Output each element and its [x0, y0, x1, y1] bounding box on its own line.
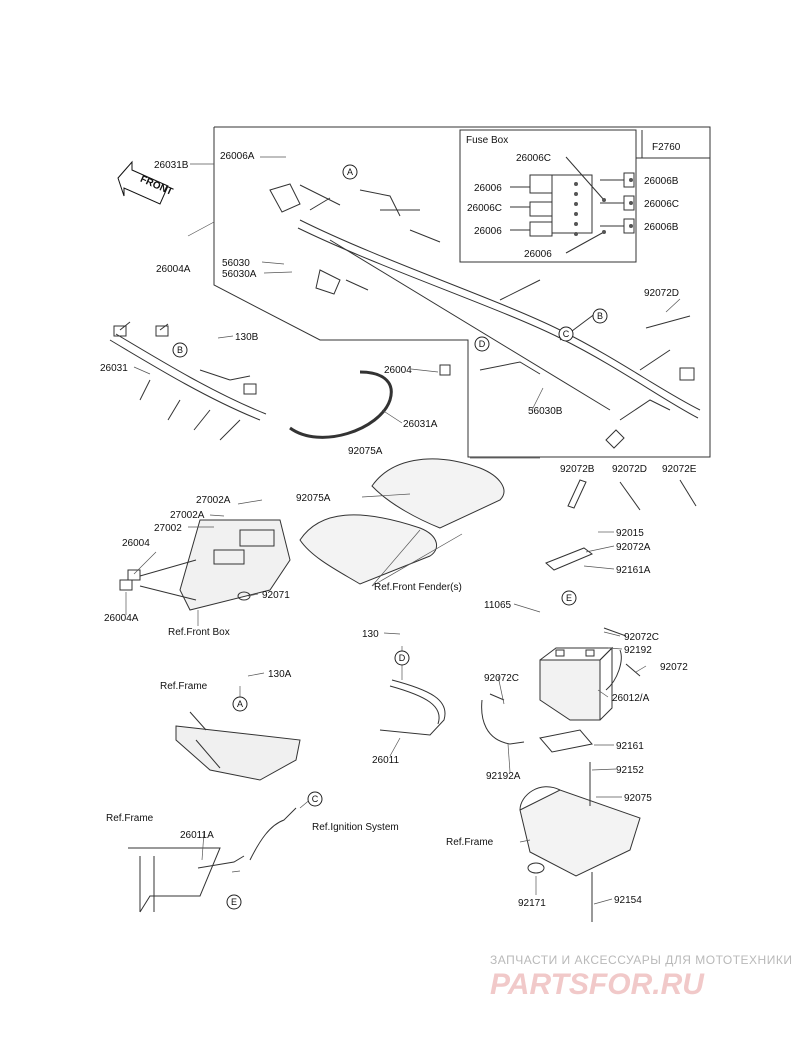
part-label: 26004: [122, 538, 150, 549]
fuse-box-label: 26006C: [467, 203, 502, 214]
callout-letter: B: [177, 345, 183, 355]
ref-label: Ref.Front Box: [168, 627, 230, 638]
straps-drawing: [567, 315, 697, 511]
callout-d: [474, 336, 490, 352]
front-arrow-icon: [117, 160, 169, 205]
part-label: 92075: [624, 793, 652, 804]
part-label: 92072A: [616, 542, 651, 553]
part-label: 92154: [614, 895, 642, 906]
part-label: 26011A: [180, 830, 214, 841]
frame-c-drawing: [128, 807, 297, 913]
part-label: 27002A: [196, 495, 231, 506]
part-label: 27002: [154, 523, 182, 534]
part-label: 92072C: [484, 673, 519, 684]
callout-letter: A: [347, 167, 353, 177]
fuse-dots: [574, 178, 633, 236]
part-label: 92071: [262, 590, 290, 601]
part-label: 26011: [372, 755, 400, 766]
callout-b: [172, 342, 188, 358]
callout-letter: A: [237, 699, 243, 709]
figure-code: F2760: [652, 142, 681, 153]
frame-a-drawing: [175, 711, 301, 781]
part-label: 92192: [624, 645, 652, 656]
ref-label: Ref.Frame: [160, 681, 208, 692]
part-label: 26031: [100, 363, 128, 374]
fuse-box-label: 26006B: [644, 222, 679, 233]
watermark-logo: PARTSFOR.RU: [490, 968, 705, 1001]
part-label: 92161A: [616, 565, 651, 576]
callout-b: [592, 308, 608, 324]
battery-tray-drawing: [519, 762, 641, 922]
part-label: 92072D: [612, 464, 647, 475]
watermark-tagline: ЗАПЧАСТИ И АКСЕССУАРЫ ДЛЯ МОТОТЕХНИКИ: [490, 953, 792, 967]
part-label: 26004A: [156, 264, 191, 275]
part-label: 26031A: [403, 419, 438, 430]
harness-group-outline: [213, 126, 711, 458]
main-harness-drawing: [269, 183, 701, 449]
front-box-drawing: [119, 519, 291, 611]
part-label: 92015: [616, 528, 644, 539]
callout-letter: E: [231, 897, 237, 907]
fuse-box-label: 26006: [474, 226, 502, 237]
callout-d: [394, 650, 410, 666]
part-label: 56030A: [222, 269, 257, 280]
ref-label: Ref.Frame: [446, 837, 494, 848]
part-label: 27002A: [170, 510, 205, 521]
part-label: 92075A: [296, 493, 331, 504]
fuse-box-title: Fuse Box: [466, 135, 508, 146]
callout-letter: D: [479, 339, 486, 349]
part-label: 92072B: [560, 464, 595, 475]
ref-label: Ref.Frame: [106, 813, 154, 824]
fuse-box-label: 26006: [474, 183, 502, 194]
harness-26031A-drawing: [289, 370, 393, 439]
part-label: 92072E: [662, 464, 697, 475]
fuse-blocks: [510, 156, 635, 254]
fuse-box-label: 26006B: [644, 176, 679, 187]
part-label: 92072D: [644, 288, 679, 299]
callout-e: [561, 590, 577, 606]
part-label: 92072: [660, 662, 688, 673]
part-label: 26031B: [154, 160, 189, 171]
part-label: 92075A: [348, 446, 383, 457]
callout-c: [558, 326, 574, 342]
part-label: 11065: [484, 600, 512, 611]
callout-a: [232, 696, 248, 712]
callout-letter: C: [563, 329, 570, 339]
left-harness-drawing: [109, 321, 267, 441]
callout-letter: B: [597, 311, 603, 321]
part-label: 56030: [222, 258, 250, 269]
fuse-box-panel: [459, 129, 637, 263]
fuse-box-label: 26006C: [644, 199, 679, 210]
part-label: 92152: [616, 765, 644, 776]
callout-e: [226, 894, 242, 910]
part-label: 92192A: [486, 771, 521, 782]
fender-covers-drawing: [299, 458, 505, 585]
callout-letters: A B B C D E D A C E: [177, 167, 603, 907]
battery-drawing: [539, 547, 614, 753]
ref-label: Ref.Front Fender(s): [374, 582, 462, 593]
part-label: 56030B: [528, 406, 563, 417]
ref-label: Ref.Ignition System: [312, 822, 399, 833]
battery-cables-drawing: [379, 627, 641, 745]
part-label: 26004: [384, 365, 412, 376]
callout-letter: D: [399, 653, 406, 663]
part-label: 130A: [268, 669, 292, 680]
part-label: 26006A: [220, 151, 255, 162]
part-label: 130: [362, 629, 379, 640]
part-label: 130B: [235, 332, 259, 343]
part-label: 92171: [518, 898, 546, 909]
part-label: 26004A: [104, 613, 139, 624]
part-label: 92161: [616, 741, 644, 752]
callout-a: [342, 164, 358, 180]
part-label: 92072C: [624, 632, 659, 643]
part-label: 26012/A: [612, 693, 650, 704]
fuse-box-label: 26006C: [516, 153, 551, 164]
callout-c: [307, 791, 323, 807]
fuse-box-label: 26006: [524, 249, 552, 260]
callout-letter: E: [566, 593, 572, 603]
callout-letter: C: [312, 794, 319, 804]
callout-circles: [172, 164, 608, 910]
